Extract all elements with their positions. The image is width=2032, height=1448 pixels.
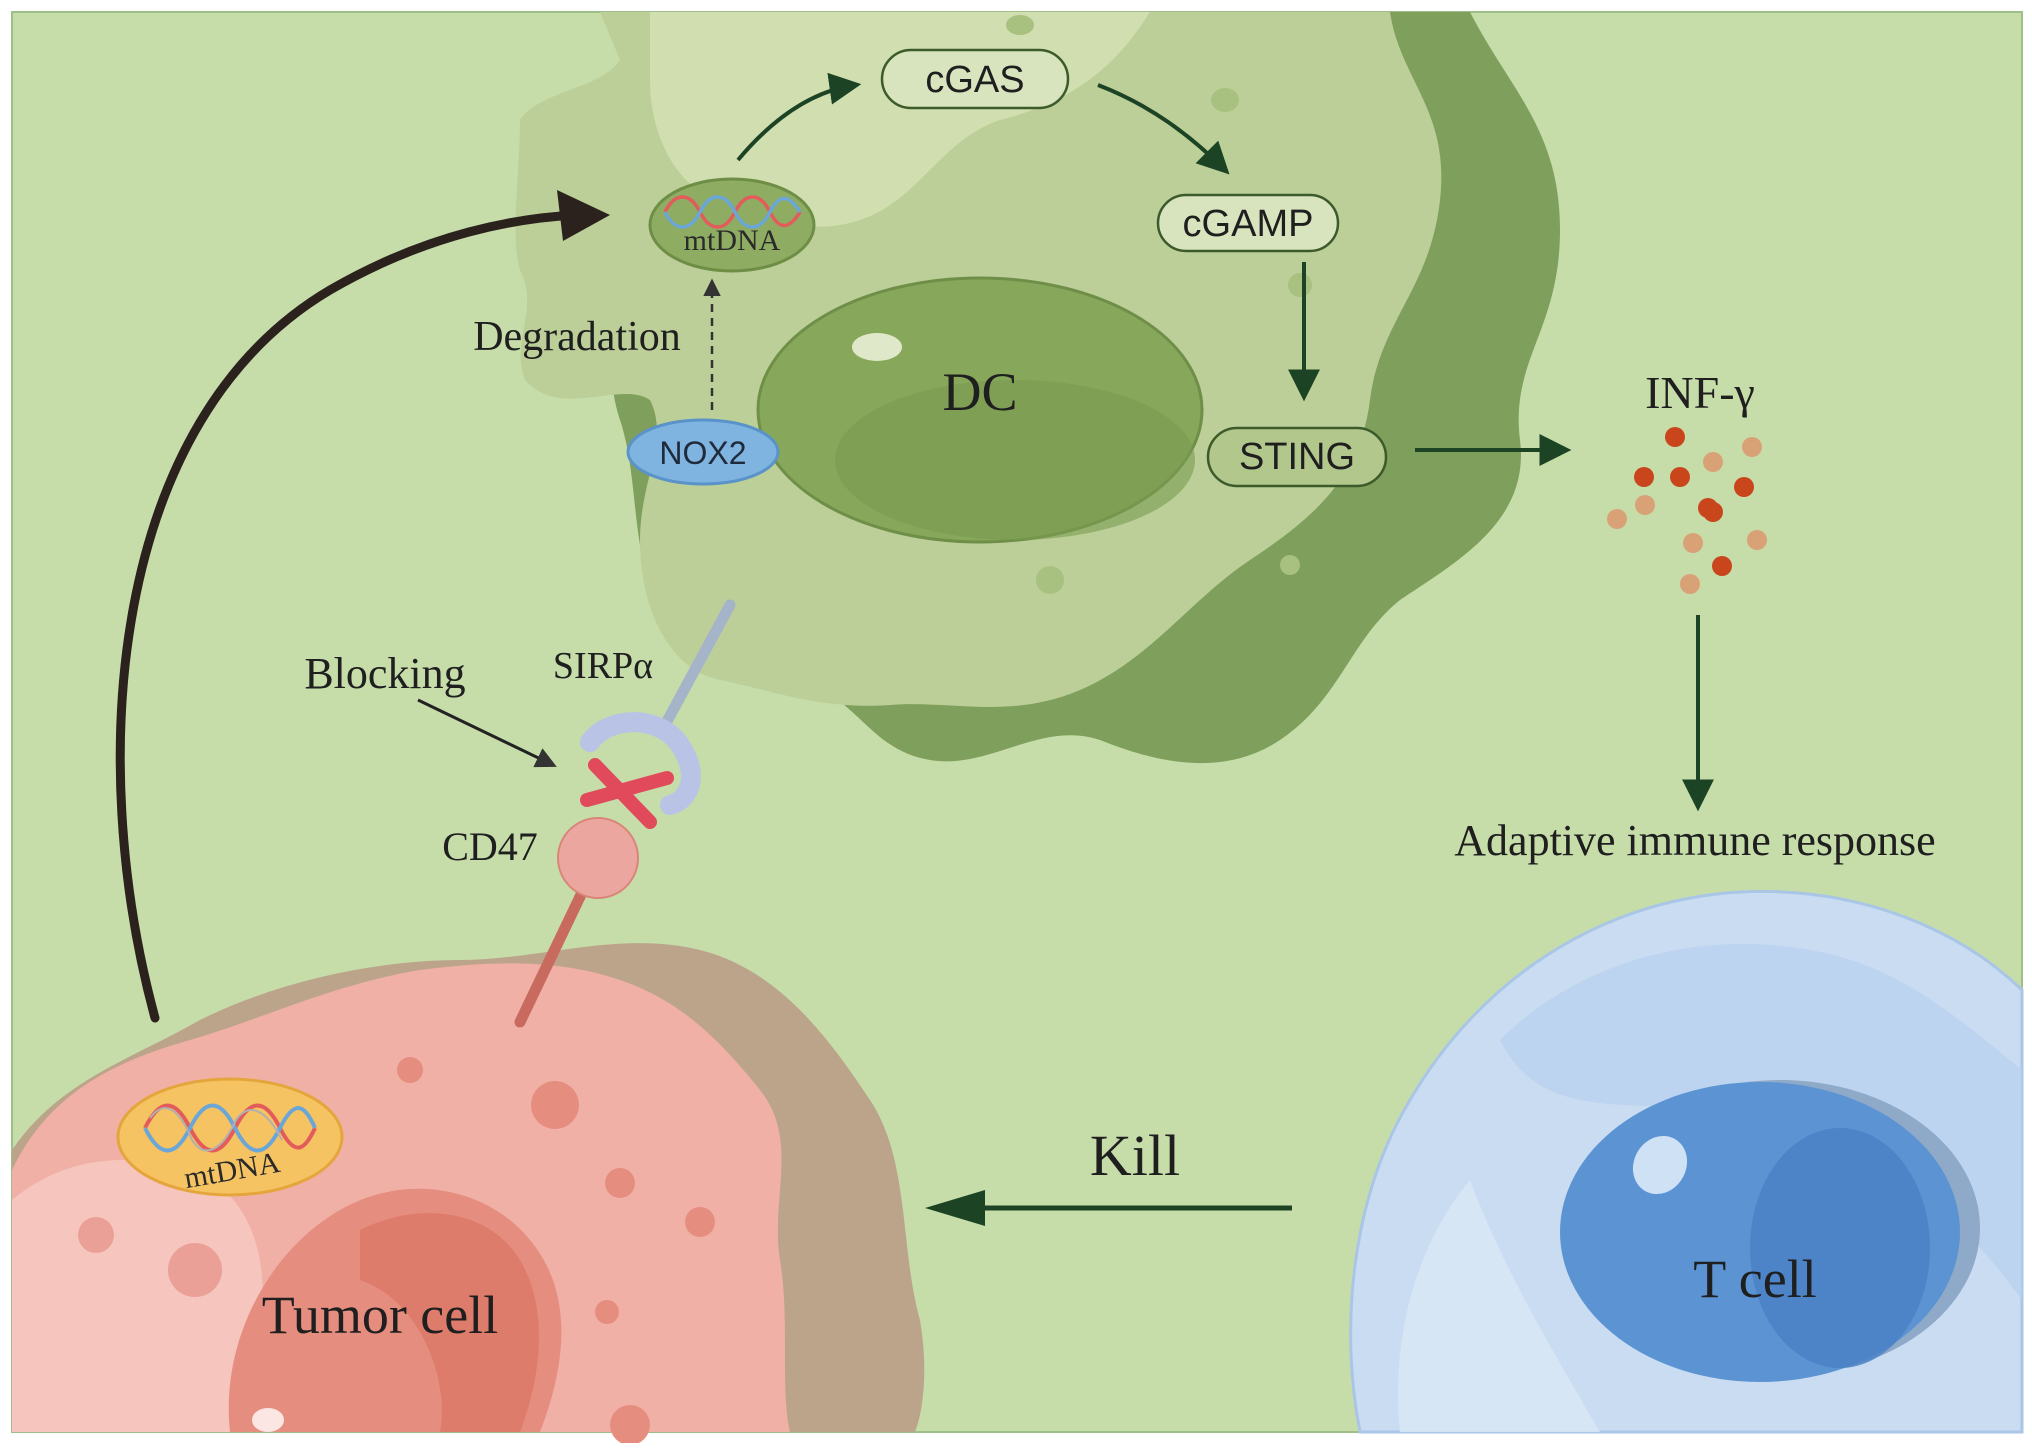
tumor-vesicle — [605, 1168, 635, 1198]
tcell-nucleus-highlight — [1632, 1135, 1688, 1195]
adaptive-response-label: Adaptive immune response — [1454, 816, 1935, 865]
cgamp-label: cGAMP — [1183, 203, 1314, 245]
mtdna-to-cgas-arrow — [736, 72, 862, 162]
tcell-light-region — [1398, 1180, 1600, 1432]
dc-vesicle — [1006, 15, 1034, 35]
cgas-sting-pathway: cGAS cGAMP STING — [736, 48, 1572, 488]
mtdna-transfer-arrow — [115, 210, 580, 1023]
tumor-cell: mtDNA Tumor cell — [12, 943, 925, 1445]
sirpa-receptor-icon — [580, 712, 701, 815]
cd47-stalk — [514, 874, 594, 1028]
tumor-dna-helix-icon — [143, 1103, 317, 1153]
nox2-enzyme: NOX2 — [626, 418, 780, 486]
tumor-nucleus-core — [360, 1213, 539, 1432]
cgamp-pill — [1156, 193, 1340, 253]
dc-vesicle — [1036, 566, 1064, 594]
dc-nucleus-highlight — [852, 333, 902, 361]
t-cell: T cell — [1349, 889, 2024, 1434]
cytokine-dot — [1665, 427, 1685, 447]
dc-dna-helix-icon — [663, 195, 802, 229]
nox2-shape — [626, 418, 780, 486]
t-cell-label: T cell — [1693, 1249, 1816, 1309]
tumor-vesicle — [168, 1243, 222, 1297]
cytokine-dot — [1703, 452, 1723, 472]
cytokine-dot — [1747, 530, 1767, 550]
kill-arrowhead — [925, 1190, 985, 1226]
cytokine-dot — [1607, 509, 1627, 529]
cytokine-dot — [1734, 477, 1754, 497]
cd47-label: CD47 — [442, 824, 538, 869]
tumor-cell-label: Tumor cell — [262, 1285, 499, 1345]
sirpa-cd47-complex: SIRPα CD47 Blocking — [304, 599, 736, 1028]
dc-nucleus-shade — [835, 380, 1195, 540]
cytokine-dot — [1712, 556, 1732, 576]
dc-mitochondrion: mtDNA — [648, 177, 816, 273]
cytokine-dot — [1703, 502, 1723, 522]
dc-vesicle — [1211, 88, 1239, 112]
nox2-label: NOX2 — [659, 435, 746, 471]
dc-vesicle — [1288, 273, 1312, 297]
tcell-cytoplasm-shade — [1500, 944, 2022, 1300]
sting-label: STING — [1239, 436, 1355, 478]
tumor-vesicle — [252, 1408, 284, 1432]
blocking-label: Blocking — [304, 649, 465, 698]
tumor-vesicle — [397, 1057, 423, 1083]
cytokine-dot — [1742, 437, 1762, 457]
sting-pill — [1206, 426, 1388, 488]
cytokine-dot — [1670, 467, 1690, 487]
kill-label: Kill — [1090, 1123, 1180, 1188]
cd47-ligand-icon — [557, 817, 639, 899]
dc-mtdna-label: mtDNA — [684, 224, 781, 257]
dc-vesicle — [1280, 555, 1300, 575]
mtdna-transfer-arrowhead — [557, 190, 610, 241]
blocking-arrow — [417, 698, 557, 768]
sirpa-stalk — [659, 599, 736, 731]
dc-label: DC — [942, 362, 1017, 422]
tcell-nucleus-inner — [1750, 1128, 1930, 1368]
tumor-vesicle — [78, 1217, 114, 1253]
cytokine-dot — [1683, 533, 1703, 553]
inf-gamma-cytokines: INF-γ — [1607, 367, 1767, 594]
cytokine-dot — [1680, 574, 1700, 594]
cytokine-dot — [1635, 495, 1655, 515]
tumor-vesicle — [531, 1081, 579, 1129]
cytokine-dot — [1634, 467, 1654, 487]
tumor-light-region — [12, 1160, 263, 1432]
cgas-pill — [880, 48, 1070, 110]
tumor-vesicle — [610, 1405, 650, 1445]
tumor-vesicle — [595, 1300, 619, 1324]
cgas-to-cgamp-arrow — [1097, 83, 1230, 175]
cgas-label: cGAS — [925, 59, 1024, 101]
degradation-label: Degradation — [473, 314, 681, 360]
sirpa-label: SIRPα — [553, 645, 653, 687]
inf-gamma-label: INF-γ — [1645, 367, 1755, 418]
tumor-vesicle — [685, 1207, 715, 1237]
block-cross-icon — [580, 758, 674, 829]
